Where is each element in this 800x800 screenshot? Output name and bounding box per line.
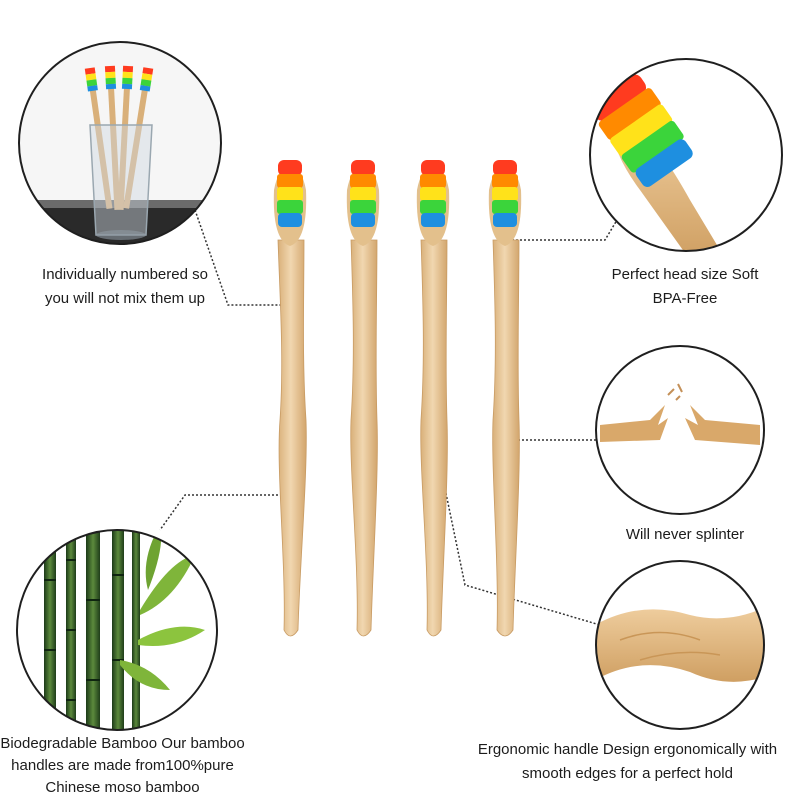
toothbrush-icon: [488, 160, 522, 637]
caption-ergonomic-handle: Ergonomic handle Design ergonomically wi…: [477, 741, 778, 782]
connector-bamboo: [159, 494, 290, 531]
toothbrush-icon: [273, 160, 307, 637]
caption-biodegradable-bamboo: Biodegradable Bamboo Our bamboo handles …: [0, 735, 245, 796]
handle-closeup: [595, 560, 765, 730]
toothbrush-group: [273, 160, 522, 637]
broken-stick-icon: [595, 345, 765, 515]
caption-head-size: Perfect head size Soft BPA-Free: [611, 266, 759, 307]
connector-head: [512, 214, 621, 241]
toothbrush-icon: [346, 160, 380, 637]
caption-never-splinter: Will never splinter: [625, 526, 745, 543]
caption-numbered: Individually numbered so you will not mi…: [42, 266, 208, 307]
brush-head-closeup: [589, 58, 783, 252]
connector-numbered: [194, 209, 288, 306]
toothbrush-icon: [416, 160, 450, 637]
bamboo-stalk-icon: [16, 529, 218, 731]
